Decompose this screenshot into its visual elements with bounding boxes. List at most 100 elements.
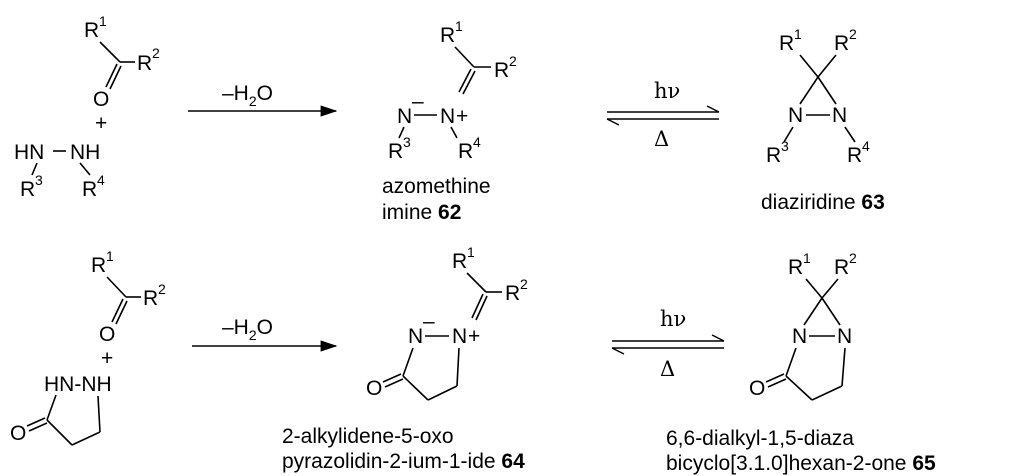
imine-bond-1 [471, 293, 484, 319]
r4-label: R [847, 144, 862, 167]
carbonyl-bond-1 [765, 373, 785, 383]
caption-63: diaziridine 63 [761, 191, 885, 214]
n1-label: N [792, 325, 807, 348]
r2-superscript: 2 [849, 250, 857, 266]
ring-bond-ch2-ch2 [71, 431, 101, 446]
bond-c-r1 [805, 278, 823, 299]
imine-bond-2 [475, 295, 488, 321]
bond-c-r1 [106, 276, 127, 298]
r1-label: R [788, 256, 803, 279]
r1-label: R [452, 250, 467, 273]
carbonyl-bond-1 [26, 417, 46, 427]
condensation-arrow-1: –H2O [188, 82, 338, 117]
minus-water-label: –H2O [222, 316, 273, 343]
ring-bond-c-n1 [803, 297, 823, 326]
n2-label: N [837, 325, 852, 348]
hv-label: hν [660, 307, 686, 331]
ring-bond-ch2-n [841, 347, 846, 387]
ring-bond-ch2-n [97, 395, 101, 433]
n-plus-label: N [440, 105, 455, 128]
r4-superscript: 4 [862, 138, 870, 154]
ketone-reactant-2: R 1 R 2 O [91, 248, 166, 346]
caption-64-line2: pyrazolidin-2-ium-1-ide 64 [282, 450, 525, 473]
n1-label: N [788, 104, 803, 127]
r2-superscript: 2 [849, 26, 857, 42]
r2-superscript: 2 [520, 276, 528, 292]
bond-n-r4 [844, 126, 856, 143]
carbonyl-bond-2 [109, 65, 122, 90]
ring-bond-n-c [46, 394, 57, 421]
r2-label: R [137, 52, 152, 75]
r3-superscript: 3 [403, 134, 411, 150]
equilibrium-arrows-1: hν Δ [606, 79, 720, 151]
r2-label: R [834, 32, 849, 55]
bicyclic-diaziridine-65: R 1 R 2 N N O [749, 250, 857, 401]
bond-n-r3 [783, 126, 794, 143]
zwitterion-64: R 1 R 2 N – N + O [366, 244, 528, 401]
r1-label: R [779, 32, 794, 55]
delta-label: Δ [654, 127, 669, 151]
bond-c-r1 [99, 41, 121, 63]
r4-label: R [82, 178, 97, 201]
ring-bond-ch2-ch2 [427, 385, 458, 401]
bond-n-r3 [398, 126, 405, 139]
caption-64-line1: 2-alkylidene-5-oxo [282, 425, 454, 448]
caption-62-line2: imine 62 [382, 201, 461, 224]
ring-bond-c-n2 [821, 297, 841, 326]
carbonyl-bond-2 [28, 422, 48, 432]
r2-label: R [505, 282, 520, 305]
imine-bond-2 [462, 70, 476, 95]
hydrazine-reactant-1: HN NH R 3 R 4 [14, 141, 105, 201]
r2-label: R [143, 287, 158, 310]
equilibrium-arrows-2: hν Δ [611, 307, 725, 381]
bond-n-r3 [31, 162, 38, 176]
carbonyl-bond-1 [111, 298, 124, 323]
r4-superscript: 4 [473, 134, 481, 150]
condensation-arrow-2: –H2O [192, 316, 338, 352]
n2-label: N [832, 104, 847, 127]
r4-superscript: 4 [97, 172, 105, 188]
carbonyl-bond-2 [115, 300, 128, 325]
pyrazolidinone-reactant: HN-NH O [10, 373, 112, 446]
forward-half-arrowhead-1 [706, 105, 720, 113]
r2-superscript: 2 [152, 45, 160, 61]
bond-c-r2 [821, 278, 839, 299]
r3-superscript: 3 [781, 138, 789, 154]
r1-superscript: 1 [106, 248, 114, 264]
minus-charge: – [423, 310, 435, 333]
bond-n-r4 [450, 126, 458, 139]
r3-label: R [20, 178, 35, 201]
plus-charge: + [456, 105, 468, 128]
caption-65-line1: 6,6-dialkyl-1,5-diaza [666, 427, 854, 450]
hn-label: HN [14, 141, 44, 164]
caption-62-line1: azomethine [382, 175, 491, 198]
forward-half-arrowhead-2 [711, 334, 725, 342]
r2-label: R [834, 256, 849, 279]
bond-n-r4 [79, 162, 91, 176]
bond-c-r1 [799, 54, 819, 78]
r1-label: R [84, 19, 99, 42]
minus-water-label: –H2O [222, 82, 273, 109]
r1-superscript: 1 [794, 26, 802, 42]
r1-superscript: 1 [467, 244, 475, 260]
carbonyl-bond-2 [384, 378, 404, 388]
ring-bond-ch2-ch2 [811, 385, 843, 401]
bond-c-r1 [466, 272, 487, 293]
r3-label: R [766, 144, 781, 167]
n-plus-label: N [452, 325, 467, 348]
r2-superscript: 2 [509, 53, 517, 69]
plus-sign-2: + [101, 347, 113, 370]
carbonyl-bond-1 [382, 373, 402, 383]
hv-label: hν [654, 79, 680, 103]
r1-superscript: 1 [803, 250, 811, 266]
nh-label: NH [70, 141, 100, 164]
minus-charge: – [412, 90, 424, 113]
n-minus-label: N [408, 325, 423, 348]
ring-bond-c-n1 [799, 76, 819, 105]
oxygen-label: O [366, 377, 382, 400]
ring-bond-c-ch2 [46, 419, 73, 446]
r2-label: R [494, 59, 509, 82]
r1-superscript: 1 [99, 13, 107, 29]
ring-bond-c-ch2 [402, 375, 429, 401]
